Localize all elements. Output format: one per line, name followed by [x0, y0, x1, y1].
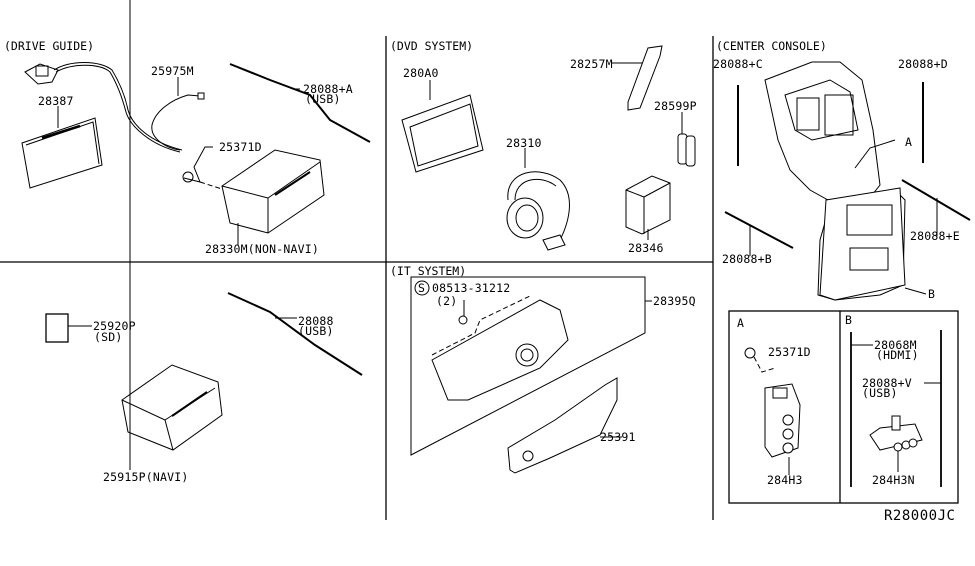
part-28346-receiver: [625, 175, 671, 240]
part-note-28088v: (USB): [862, 386, 898, 400]
part-hdmi-usb-cables: [850, 330, 942, 487]
part-label-280a0[interactable]: 280A0: [403, 66, 439, 80]
part-label-25391[interactable]: 25391: [600, 430, 636, 444]
section-title-it-system: (IT SYSTEM): [390, 264, 467, 278]
part-label-28088c[interactable]: 28088+C: [713, 57, 763, 71]
part-label-28068m[interactable]: 28068M: [874, 338, 917, 352]
part-label-28088b[interactable]: 28088+B: [722, 252, 772, 266]
part-284h3n-module: [869, 415, 923, 472]
part-28330m-unit: [221, 149, 325, 245]
part-label-28599p[interactable]: 28599P: [654, 99, 697, 113]
part-28395q-control-panel: [431, 295, 652, 401]
screw-symbol: S: [418, 281, 426, 295]
part-note-08513-31212: (2): [436, 294, 458, 308]
center-console-assembly: [764, 61, 906, 301]
part-label-28257m[interactable]: 28257M: [570, 57, 613, 71]
part-28599p-batteries: [677, 112, 696, 167]
part-284h3-usb-module: [744, 347, 801, 475]
part-label-28088d[interactable]: 28088+D: [898, 57, 948, 71]
gps-antenna-cable: [24, 62, 183, 153]
diagram-code: R28000JC: [884, 508, 956, 524]
detail-frame: [728, 310, 959, 504]
part-label-28088a[interactable]: 28088+A: [303, 82, 353, 96]
part-label-25371d-detail[interactable]: 25371D: [768, 345, 811, 359]
part-25915p-navi-unit: [121, 0, 223, 470]
part-280a0-monitor: [401, 80, 484, 173]
part-25391-bezel: [507, 377, 622, 474]
part-note-25920p: (SD): [94, 330, 123, 344]
part-label-25371d[interactable]: 25371D: [219, 140, 262, 154]
part-note-28088a: (USB): [305, 92, 341, 106]
part-28088a-usb-cable: [229, 63, 371, 143]
part-note-28088: (USB): [298, 324, 334, 338]
part-28387-screen: [21, 106, 103, 189]
part-label-08513-31212[interactable]: 08513-31212: [432, 281, 511, 295]
detail-b-label: B: [845, 313, 853, 327]
part-28088-usb-cable: [227, 292, 363, 376]
part-label-28387[interactable]: 28387: [38, 94, 74, 108]
section-title-dvd-system: (DVD SYSTEM): [390, 39, 474, 53]
it-system-frame: [410, 276, 646, 456]
part-label-28310[interactable]: 28310: [506, 136, 542, 150]
callout-b: B: [928, 287, 936, 301]
part-label-284h3n[interactable]: 284H3N: [872, 473, 915, 487]
part-label-25915p[interactable]: 25915P(NAVI): [103, 470, 189, 484]
part-label-28395q[interactable]: 28395Q: [653, 294, 696, 308]
part-25371d-clip: [182, 146, 226, 191]
callout-a: A: [905, 135, 913, 149]
part-note-28068m: (HDMI): [876, 348, 919, 362]
detail-a-label: A: [737, 316, 745, 330]
part-label-28088v[interactable]: 28088+V: [862, 376, 912, 390]
section-title-drive-guide: (DRIVE GUIDE): [4, 39, 95, 53]
part-28310-headphones: [506, 148, 570, 251]
part-28257m-remote: [612, 45, 663, 111]
part-label-28330m[interactable]: 28330M(NON-NAVI): [205, 242, 319, 256]
part-label-284h3[interactable]: 284H3: [767, 473, 803, 487]
part-label-28088[interactable]: 28088: [298, 314, 334, 328]
screw-symbol-circle: [414, 280, 430, 296]
part-25975m-cable: [151, 77, 205, 151]
part-label-28346[interactable]: 28346: [628, 241, 664, 255]
part-25920p-sd-card: [45, 313, 69, 343]
part-label-28088e[interactable]: 28088+E: [910, 229, 960, 243]
part-label-25975m[interactable]: 25975M: [151, 64, 194, 78]
usb-cables-console: [724, 82, 971, 295]
part-label-25920p[interactable]: 25920P: [93, 319, 136, 333]
section-title-center-console: (CENTER CONSOLE): [716, 39, 827, 53]
